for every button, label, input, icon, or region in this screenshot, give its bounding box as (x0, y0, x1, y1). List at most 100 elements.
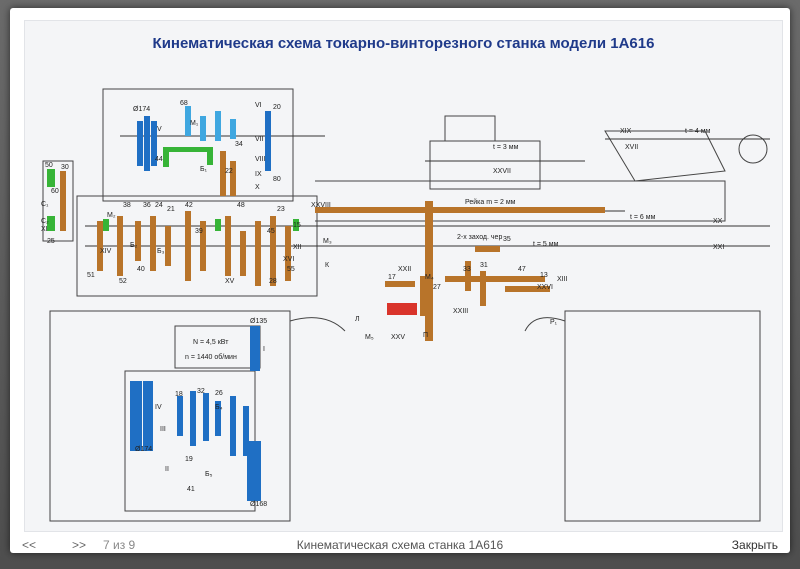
label-shaft-viii: VIII (255, 156, 266, 163)
right-cabinet (564, 310, 761, 522)
label-g22: 22 (225, 168, 233, 175)
label-g36: 36 (143, 202, 151, 209)
label-b1: Б₁ (200, 166, 208, 173)
tailstock (604, 130, 726, 182)
label-double-start: 2-х заход. чер (457, 234, 502, 241)
label-shaft-xx: XX (713, 218, 723, 225)
label-g21: 21 (167, 206, 175, 213)
label-shaft-xxii: XXII (398, 266, 411, 273)
label-g30: 30 (61, 164, 69, 171)
label-d174-bottom: Ø174 (135, 446, 152, 453)
label-m1: M₁ (190, 120, 199, 127)
label-shaft-xii: XII (293, 244, 302, 251)
motor-box (174, 325, 261, 369)
lightbox-footer: << >> 7 из 9 Кинематическая схема станка… (10, 538, 790, 552)
label-shaft-ii: II (165, 466, 169, 473)
diagram-title: Кинематическая схема токарно-винторезног… (152, 35, 655, 52)
tool-post (444, 115, 496, 142)
label-shaft-xv: XV (225, 278, 235, 285)
label-g52: 52 (119, 278, 127, 285)
label-g27: 27 (433, 284, 441, 291)
chip-tray-left (289, 317, 346, 332)
label-g15: 15 (293, 222, 301, 229)
label-g47: 47 (518, 266, 526, 273)
label-g38: 38 (123, 202, 131, 209)
label-g40: 40 (137, 266, 145, 273)
label-d174-top: Ø174 (133, 106, 150, 113)
image-counter: 7 из 9 (103, 538, 136, 552)
label-g26: 26 (215, 390, 223, 397)
label-shaft-xxvii: XXVII (493, 168, 511, 175)
label-g45: 45 (267, 228, 275, 235)
label-g31: 31 (480, 262, 488, 269)
chip-tray-right (524, 317, 566, 332)
label-g24: 24 (155, 202, 163, 209)
image-caption: Кинематическая схема станка 1А616 (296, 538, 504, 552)
label-g17: 17 (388, 274, 396, 281)
label-p1: P₁ (550, 319, 558, 326)
close-button[interactable]: Закрыть (731, 538, 778, 552)
label-m2: M₂ (107, 212, 116, 219)
label-g51: 51 (87, 272, 95, 279)
label-shaft-i: I (263, 346, 265, 353)
label-m4: M₄ (425, 274, 434, 281)
label-c1: C₁ (41, 201, 49, 208)
guitar-box (42, 160, 74, 242)
label-g41: 41 (187, 486, 195, 493)
label-g42: 42 (185, 202, 193, 209)
label-shaft-xxiii: XXIII (453, 308, 468, 315)
label-shaft-xi: XI (41, 226, 48, 233)
lightbox-modal: Кинематическая схема токарно-винторезног… (10, 8, 790, 553)
label-g13: 13 (540, 272, 548, 279)
carriage-box (429, 140, 541, 190)
label-l: Л (355, 316, 360, 323)
label-pitch4: t = 4 мм (685, 128, 711, 135)
prev-button[interactable]: << (22, 538, 37, 552)
label-g23: 23 (277, 206, 285, 213)
label-shaft-xix: XIX (620, 128, 632, 135)
next-button[interactable]: >> (72, 538, 87, 552)
label-shaft-v: V (157, 126, 162, 133)
label-shaft-xxv: XXV (391, 334, 405, 341)
label-c2: C₂ (41, 218, 49, 225)
label-g55: 55 (287, 266, 295, 273)
label-pitch5: t = 5 мм (533, 241, 559, 248)
label-g18: 18 (175, 391, 183, 398)
label-g35: 35 (503, 236, 511, 243)
label-b2: Б₂ (130, 242, 138, 249)
label-shaft-xxi: XXI (713, 244, 724, 251)
diagram-image: Кинематическая схема токарно-винторезног… (24, 20, 783, 532)
label-m5: M₅ (365, 334, 374, 341)
label-shaft-xiii: XIII (557, 276, 568, 283)
headstock-box (102, 88, 294, 202)
label-g28: 28 (269, 278, 277, 285)
label-g50: 50 (45, 162, 53, 169)
label-g68: 68 (180, 100, 188, 107)
label-g80: 80 (273, 176, 281, 183)
label-b3: Б₃ (157, 248, 165, 255)
label-pitch6: t = 6 мм (630, 214, 656, 221)
label-shaft-xxviii: XXVIII (311, 202, 331, 209)
label-g20: 20 (273, 104, 281, 111)
label-pitch3: t = 3 мм (493, 144, 519, 151)
label-shaft-iv: IV (155, 404, 162, 411)
label-shaft-vii: VII (255, 136, 264, 143)
label-b4: Б₄ (215, 404, 223, 411)
label-shaft-ix: IX (255, 171, 262, 178)
label-shaft-xiv: XIV (100, 248, 112, 255)
label-d168: Ø168 (250, 501, 267, 508)
label-shaft-xvi: XVI (283, 256, 294, 263)
label-g33: 33 (463, 266, 471, 273)
tailstock-handwheel (738, 134, 768, 164)
label-k: К (325, 262, 330, 269)
label-g44: 44 (155, 156, 163, 163)
label-g34: 34 (235, 141, 243, 148)
label-rack: Рейка m = 2 мм (465, 198, 516, 206)
label-g25: 25 (47, 238, 55, 245)
label-shaft-xvii: XVII (625, 144, 638, 151)
label-motor-power: N = 4,5 кВт (193, 339, 229, 346)
label-shaft-vi: VI (255, 102, 262, 109)
label-d135: Ø135 (250, 318, 267, 325)
label-m3: M₃ (323, 238, 332, 245)
label-g39: 39 (195, 228, 203, 235)
